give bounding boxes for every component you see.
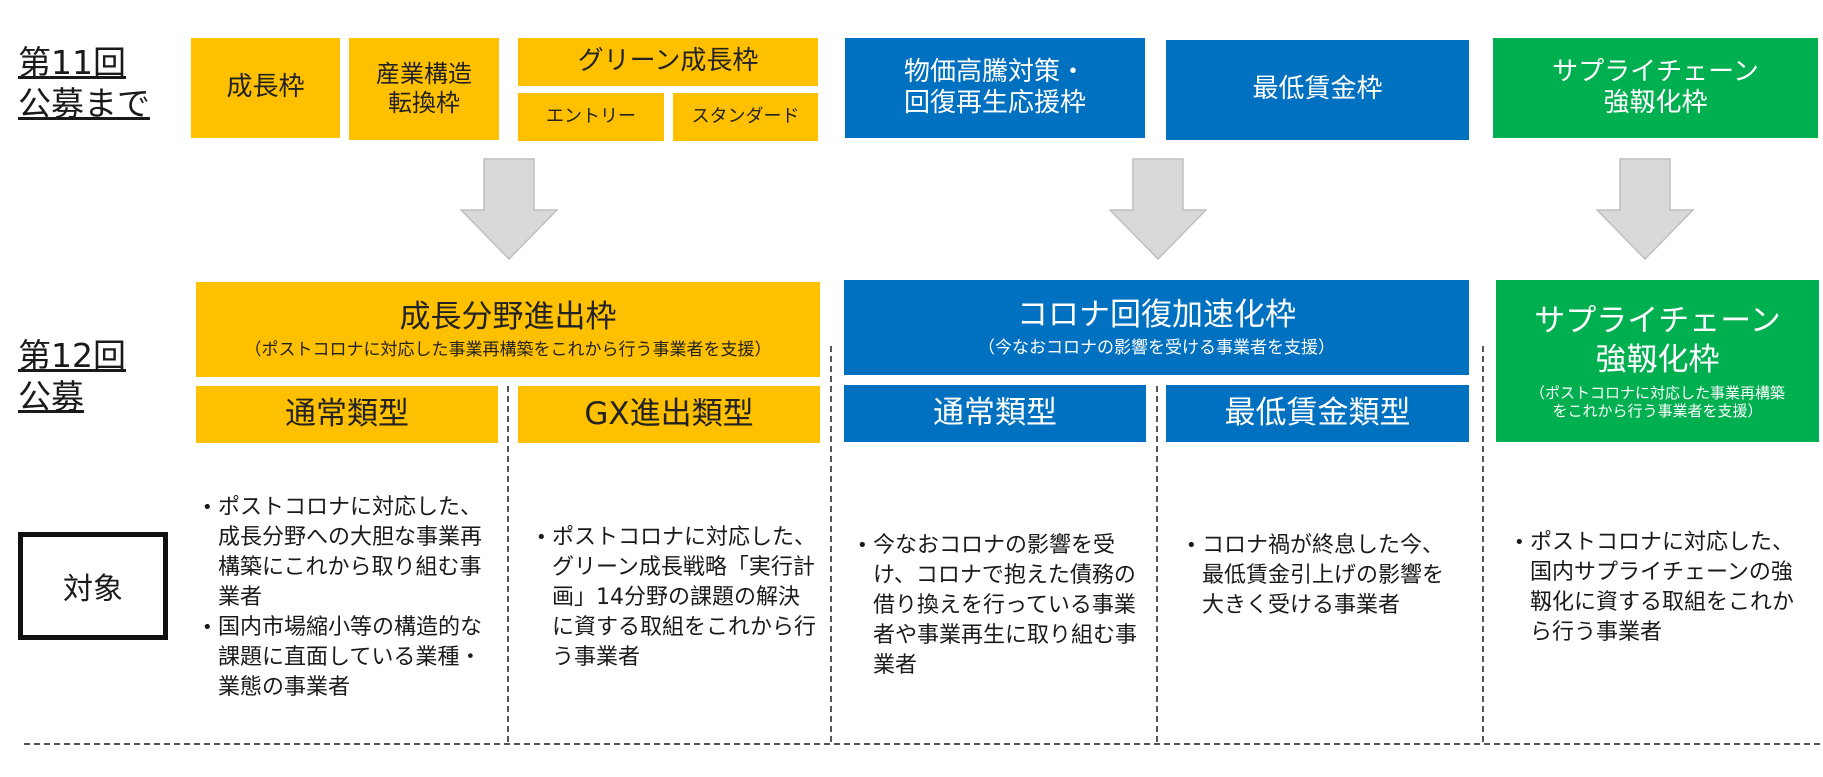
green-box: グリーン成長枠 <box>518 38 818 86</box>
supply-top-label: サプライチェーン 強靱化枠 <box>1552 56 1759 118</box>
list-item: コロナ禍が終息した今、最低賃金引上げの影響を大きく受ける事業者 <box>1184 531 1464 621</box>
column-divider <box>507 386 509 742</box>
standard-box: スタンダード <box>673 93 818 141</box>
target-label-box: 対象 <box>18 532 168 640</box>
green-label: グリーン成長枠 <box>577 46 759 77</box>
tsujou2-label: 通常類型 <box>933 394 1057 431</box>
supply-mid-box: サプライチェーン 強靱化枠 （ポストコロナに対応した事業再構築 をこれから行う事… <box>1496 280 1819 442</box>
corona-box: コロナ回復加速化枠 （今なおコロナの影響を受ける事業者を支援） <box>844 280 1469 375</box>
seichou-label: 成長枠 <box>226 72 305 103</box>
column-divider <box>1482 346 1484 742</box>
saitei-type-label: 最低賃金類型 <box>1224 394 1411 431</box>
target-col5: ポストコロナに対応した、国内サプライチェーンの強靱化に資する取組をこれから行う事… <box>1512 528 1807 648</box>
round12-label: 第12回 公募 <box>18 336 126 417</box>
seichou-bunya-title: 成長分野進出枠 <box>399 298 617 335</box>
saitei-label: 最低賃金枠 <box>1252 74 1383 105</box>
gx-box: GX進出類型 <box>518 386 820 443</box>
entry-label: エントリー <box>546 106 636 128</box>
column-divider <box>830 346 832 742</box>
tsujou1-label: 通常類型 <box>285 395 409 432</box>
saitei-box: 最低賃金枠 <box>1166 40 1469 140</box>
list-item: ポストコロナに対応した、グリーン成長戦略「実行計画」14分野の課題の解決に資する… <box>534 523 819 673</box>
sangyou-label: 産業構造 転換枠 <box>376 60 472 117</box>
sangyou-box: 産業構造 転換枠 <box>349 38 499 140</box>
target-col3: 今なおコロナの影響を受け、コロナで抱えた債務の借り換えを行っている事業者や事業再… <box>855 531 1150 681</box>
target-col2: ポストコロナに対応した、グリーン成長戦略「実行計画」14分野の課題の解決に資する… <box>534 523 819 673</box>
seichou-bunya-box: 成長分野進出枠 （ポストコロナに対応した事業再構築をこれから行う事業者を支援） <box>196 282 820 377</box>
list-item: 今なおコロナの影響を受け、コロナで抱えた債務の借り換えを行っている事業者や事業再… <box>855 531 1150 681</box>
bottom-divider <box>24 743 1820 745</box>
bukka-box: 物価高騰対策・ 回復再生応援枠 <box>845 38 1145 138</box>
down-arrow-icon <box>460 158 558 260</box>
saitei-type-box: 最低賃金類型 <box>1166 385 1469 442</box>
list-item: 国内市場縮小等の構造的な課題に直面している業種・業態の事業者 <box>200 613 490 703</box>
corona-subtitle: （今なおコロナの影響を受ける事業者を支援） <box>978 337 1335 358</box>
round11-label: 第11回 公募まで <box>18 43 150 124</box>
supply-mid-title: サプライチェーン 強靱化枠 <box>1534 303 1781 378</box>
tsujou2-box: 通常類型 <box>844 385 1146 442</box>
list-item: ポストコロナに対応した、成長分野への大胆な事業再構築にこれから取り組む事業者 <box>200 493 490 613</box>
seichou-box: 成長枠 <box>191 38 340 138</box>
supply-mid-subtitle: （ポストコロナに対応した事業再構築 をこれから行う事業者を支援） <box>1529 383 1785 420</box>
target-label: 対象 <box>63 572 123 607</box>
target-col4: コロナ禍が終息した今、最低賃金引上げの影響を大きく受ける事業者 <box>1184 531 1464 621</box>
supply-top-box: サプライチェーン 強靱化枠 <box>1493 38 1818 138</box>
entry-box: エントリー <box>518 93 664 141</box>
corona-title: コロナ回復加速化枠 <box>1017 296 1296 333</box>
column-divider <box>1156 386 1158 742</box>
target-col1: ポストコロナに対応した、成長分野への大胆な事業再構築にこれから取り組む事業者 国… <box>200 493 490 703</box>
standard-label: スタンダード <box>691 106 800 128</box>
seichou-bunya-subtitle: （ポストコロナに対応した事業再構築をこれから行う事業者を支援） <box>244 339 772 360</box>
tsujou1-box: 通常類型 <box>196 386 498 443</box>
down-arrow-icon <box>1596 158 1694 260</box>
gx-label: GX進出類型 <box>584 395 754 432</box>
bukka-label: 物価高騰対策・ 回復再生応援枠 <box>903 56 1086 118</box>
list-item: ポストコロナに対応した、国内サプライチェーンの強靱化に資する取組をこれから行う事… <box>1512 528 1807 648</box>
down-arrow-icon <box>1109 158 1207 260</box>
